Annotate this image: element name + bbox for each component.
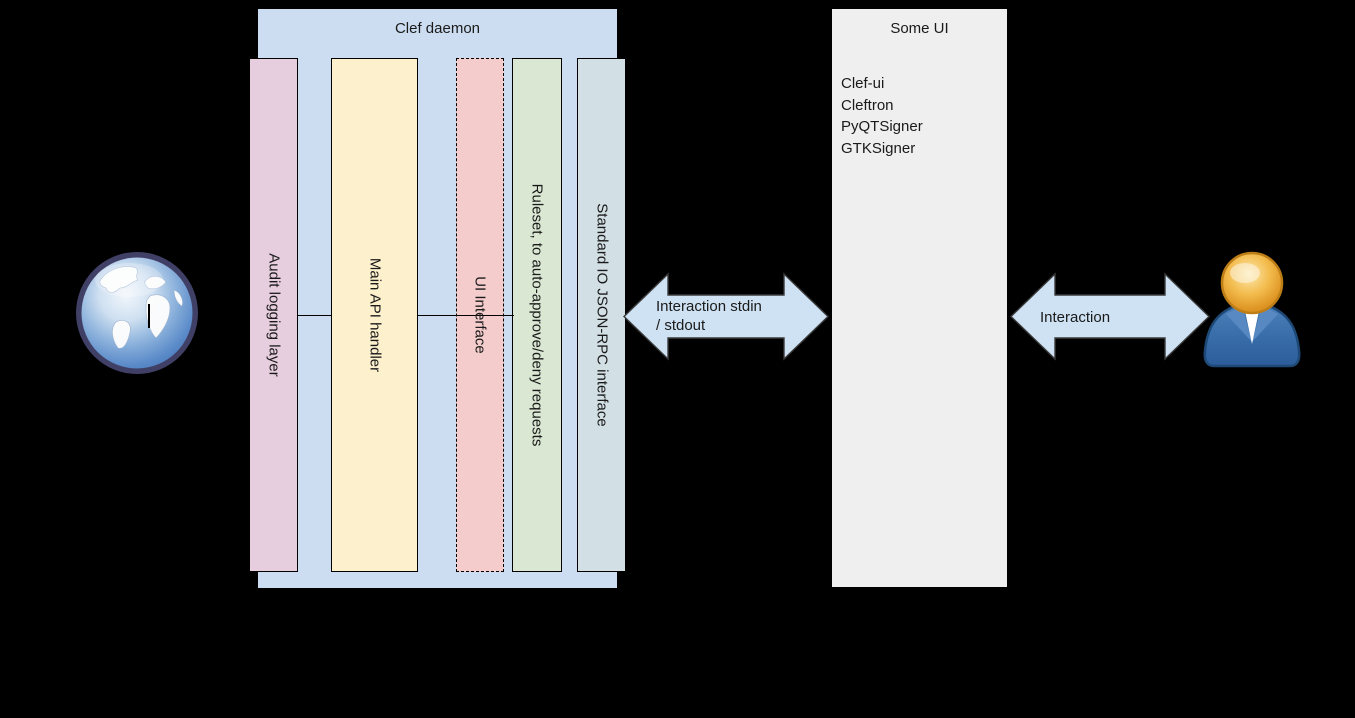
some-ui-list: Clef-ui Cleftron PyQTSigner GTKSigner (841, 73, 923, 159)
globe-connector-tick (148, 304, 150, 328)
stdin-stdout-arrow-label: Interaction stdin / stdout (656, 297, 762, 335)
clef-daemon-title: Clef daemon (394, 20, 481, 37)
some-ui-title: Some UI (890, 20, 949, 37)
stdio-jsonrpc-label: Standard IO JSON-RPC interface (593, 203, 610, 427)
connector-line-segment-2 (418, 315, 514, 316)
main-api-handler-label: Main API handler (366, 257, 383, 373)
audit-logging-layer-bar: Audit logging layer (249, 58, 298, 572)
interaction-arrow-label: Interaction (1040, 309, 1111, 326)
interaction-arrow (1009, 272, 1211, 361)
some-ui-item-clef-ui: Clef-ui (841, 75, 885, 92)
stdin-stdout-arrow-label-line1: Interaction stdin (656, 298, 762, 315)
ruleset-label: Ruleset, to auto-approve/deny requests (528, 183, 546, 447)
globe-icon (74, 250, 200, 376)
some-ui-item-pyqtsigner: PyQTSigner (841, 118, 923, 135)
connector-line-segment-1 (298, 315, 332, 316)
stdio-jsonrpc-bar: Standard IO JSON-RPC interface (577, 58, 626, 572)
some-ui-box: Some UI Clef-ui Cleftron PyQTSigner GTKS… (832, 9, 1007, 587)
clef-daemon-box (258, 9, 617, 588)
audit-logging-layer-label: Audit logging layer (265, 253, 282, 377)
main-api-handler-bar: Main API handler (331, 58, 418, 572)
some-ui-item-gtksigner: GTKSigner (841, 139, 916, 157)
person-icon (1200, 250, 1304, 368)
stdin-stdout-arrow-label-line2: / stdout (656, 317, 706, 334)
ui-interface-label: UI Interface (471, 276, 489, 354)
stdin-stdout-arrow (622, 272, 830, 361)
some-ui-item-cleftron: Cleftron (841, 96, 894, 114)
ruleset-bar: Ruleset, to auto-approve/deny requests (512, 58, 562, 572)
